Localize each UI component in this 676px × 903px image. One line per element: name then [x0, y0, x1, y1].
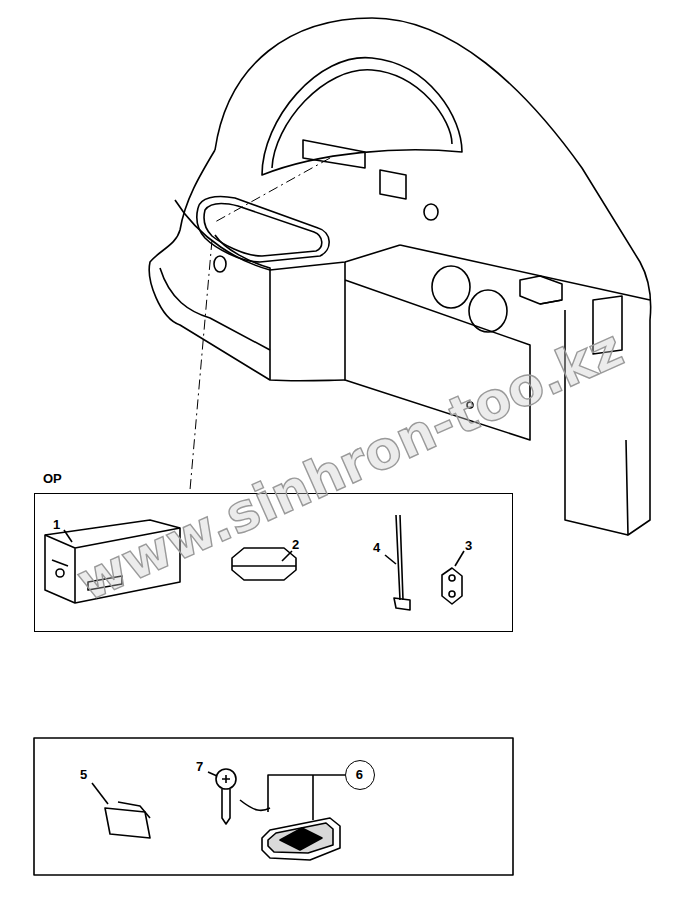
callout-number: 6 — [356, 768, 363, 781]
watermark: www.sinhron-too.kz — [70, 321, 630, 609]
callout-number: 3 — [465, 539, 472, 552]
frame-heading: OP — [43, 472, 62, 485]
callout-circle: 6 — [345, 760, 375, 790]
callout-number: 7 — [196, 760, 203, 773]
callout-number: 2 — [292, 538, 299, 551]
callout-number: 1 — [53, 518, 60, 531]
callout-number: 4 — [373, 541, 380, 554]
callout-number: 5 — [80, 768, 87, 781]
